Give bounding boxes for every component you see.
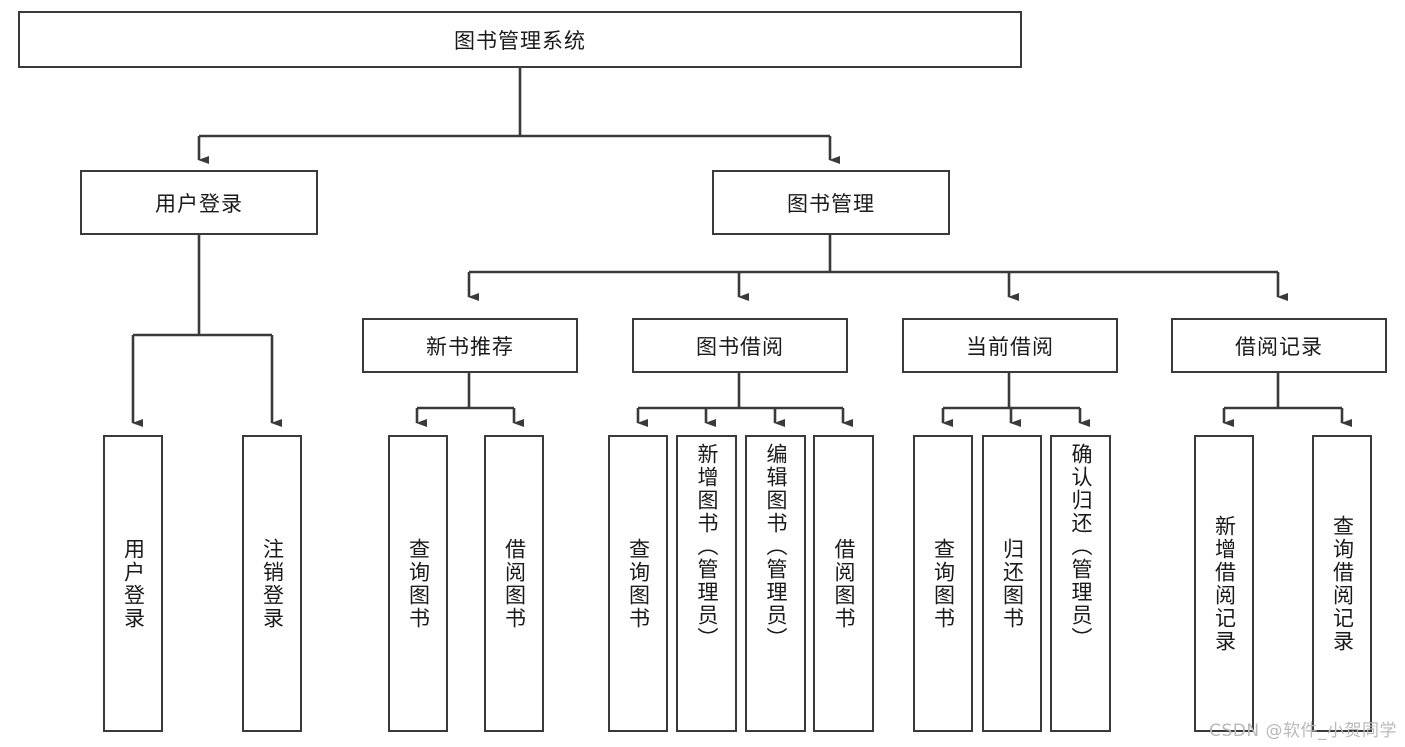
- node-leaf-borrow-book-1-label: 借阅图书: [502, 537, 527, 630]
- node-new-book-recommend[interactable]: 新书推荐: [362, 318, 578, 373]
- watermark-text: CSDN @软件_小贺同学: [1209, 721, 1397, 741]
- node-user-login[interactable]: 用户登录: [80, 170, 318, 235]
- node-leaf-query-book-1[interactable]: 查询图书: [388, 435, 448, 732]
- node-root[interactable]: 图书管理系统: [18, 11, 1022, 68]
- node-leaf-logout-label: 注销登录: [260, 537, 285, 630]
- node-current-borrow[interactable]: 当前借阅: [902, 318, 1118, 373]
- node-leaf-query-borrow-record-label: 查询借阅记录: [1330, 514, 1355, 653]
- node-new-book-recommend-label: 新书推荐: [426, 334, 514, 359]
- node-leaf-add-book-admin[interactable]: 新增图书（管理员）: [676, 435, 737, 732]
- node-leaf-borrow-book-2-label: 借阅图书: [831, 537, 856, 630]
- node-leaf-query-borrow-record[interactable]: 查询借阅记录: [1312, 435, 1372, 732]
- node-current-borrow-label: 当前借阅: [966, 334, 1054, 359]
- node-leaf-confirm-return-admin-label: 确认归还（管理员）: [1068, 443, 1093, 650]
- node-leaf-return-book[interactable]: 归还图书: [982, 435, 1042, 732]
- node-leaf-edit-book-admin[interactable]: 编辑图书（管理员）: [745, 435, 806, 732]
- node-leaf-borrow-book-1[interactable]: 借阅图书: [484, 435, 544, 732]
- node-leaf-add-borrow-record-label: 新增借阅记录: [1212, 514, 1237, 653]
- node-borrow-records[interactable]: 借阅记录: [1171, 318, 1387, 373]
- node-leaf-borrow-book-2[interactable]: 借阅图书: [813, 435, 874, 732]
- node-leaf-query-book-2[interactable]: 查询图书: [608, 435, 668, 732]
- node-leaf-return-book-label: 归还图书: [1000, 537, 1025, 630]
- node-leaf-logout[interactable]: 注销登录: [242, 435, 302, 732]
- node-borrow-records-label: 借阅记录: [1235, 334, 1323, 359]
- node-leaf-confirm-return-admin[interactable]: 确认归还（管理员）: [1050, 435, 1111, 732]
- node-book-borrow-label: 图书借阅: [696, 334, 784, 359]
- node-leaf-add-borrow-record[interactable]: 新增借阅记录: [1194, 435, 1254, 732]
- node-root-label: 图书管理系统: [454, 28, 586, 53]
- node-leaf-query-book-1-label: 查询图书: [406, 537, 431, 630]
- node-book-borrow[interactable]: 图书借阅: [632, 318, 848, 373]
- node-leaf-user-login[interactable]: 用户登录: [103, 435, 163, 732]
- node-book-management-label: 图书管理: [787, 191, 875, 216]
- node-leaf-query-book-3[interactable]: 查询图书: [913, 435, 973, 732]
- node-leaf-add-book-admin-label: 新增图书（管理员）: [694, 443, 719, 650]
- node-book-management[interactable]: 图书管理: [712, 170, 950, 235]
- node-leaf-user-login-label: 用户登录: [121, 537, 146, 630]
- node-leaf-query-book-2-label: 查询图书: [626, 537, 651, 630]
- node-user-login-label: 用户登录: [155, 191, 243, 216]
- node-leaf-edit-book-admin-label: 编辑图书（管理员）: [763, 443, 788, 650]
- node-leaf-query-book-3-label: 查询图书: [931, 537, 956, 630]
